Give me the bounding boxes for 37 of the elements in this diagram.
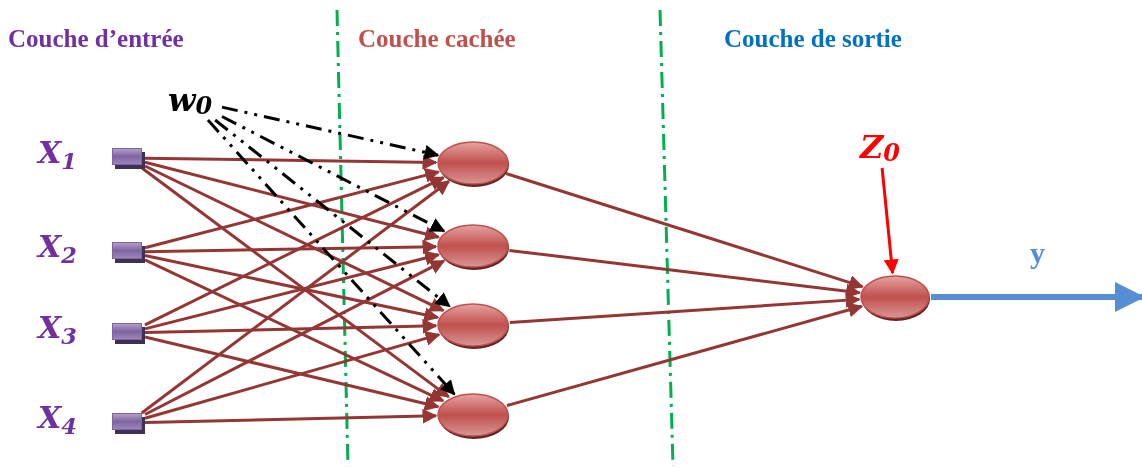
connection-arrow — [144, 408, 438, 425]
neuron — [436, 222, 510, 270]
connection-arrow — [144, 164, 445, 312]
weight-arrow — [206, 119, 456, 396]
output-arrow — [931, 282, 1142, 312]
input-node — [112, 413, 145, 433]
input-node — [112, 242, 145, 262]
input-label: X$_{4}$ — [38, 403, 77, 433]
math-label: w$_{0}$ — [158, 80, 222, 120]
connection-arrow — [144, 160, 441, 242]
connection-arrow — [144, 168, 441, 250]
connection-arrow — [144, 176, 445, 327]
weight-arrow — [221, 115, 446, 233]
connection-arrow — [505, 172, 864, 290]
input-label: X$_{2}$ — [38, 232, 77, 262]
weight-arrow — [221, 105, 440, 160]
input-label: X$_{1}$ — [38, 138, 77, 168]
connection-arrow — [509, 248, 862, 299]
connection-arrow — [144, 239, 438, 255]
input-label: X$_{3}$ — [38, 313, 77, 343]
neuron — [436, 301, 510, 349]
input-node — [112, 323, 145, 343]
connection-arrow — [506, 302, 864, 407]
edge-label: y — [1030, 238, 1045, 268]
math-label: Z$_{0}$ — [852, 126, 908, 168]
neuron — [436, 391, 510, 439]
neuron — [436, 139, 510, 187]
input-node — [112, 148, 145, 168]
layer-heading: Couche cachée — [358, 26, 516, 51]
layer-heading: Couche de sortie — [724, 26, 902, 51]
connection-arrow — [144, 318, 438, 335]
connection-arrow — [880, 167, 899, 275]
output-neuron — [859, 273, 931, 321]
connection-arrow — [145, 154, 438, 170]
layer-heading: Couche d’entrée — [8, 26, 184, 51]
weight-arrow — [214, 118, 451, 308]
connection-arrow — [509, 292, 861, 325]
